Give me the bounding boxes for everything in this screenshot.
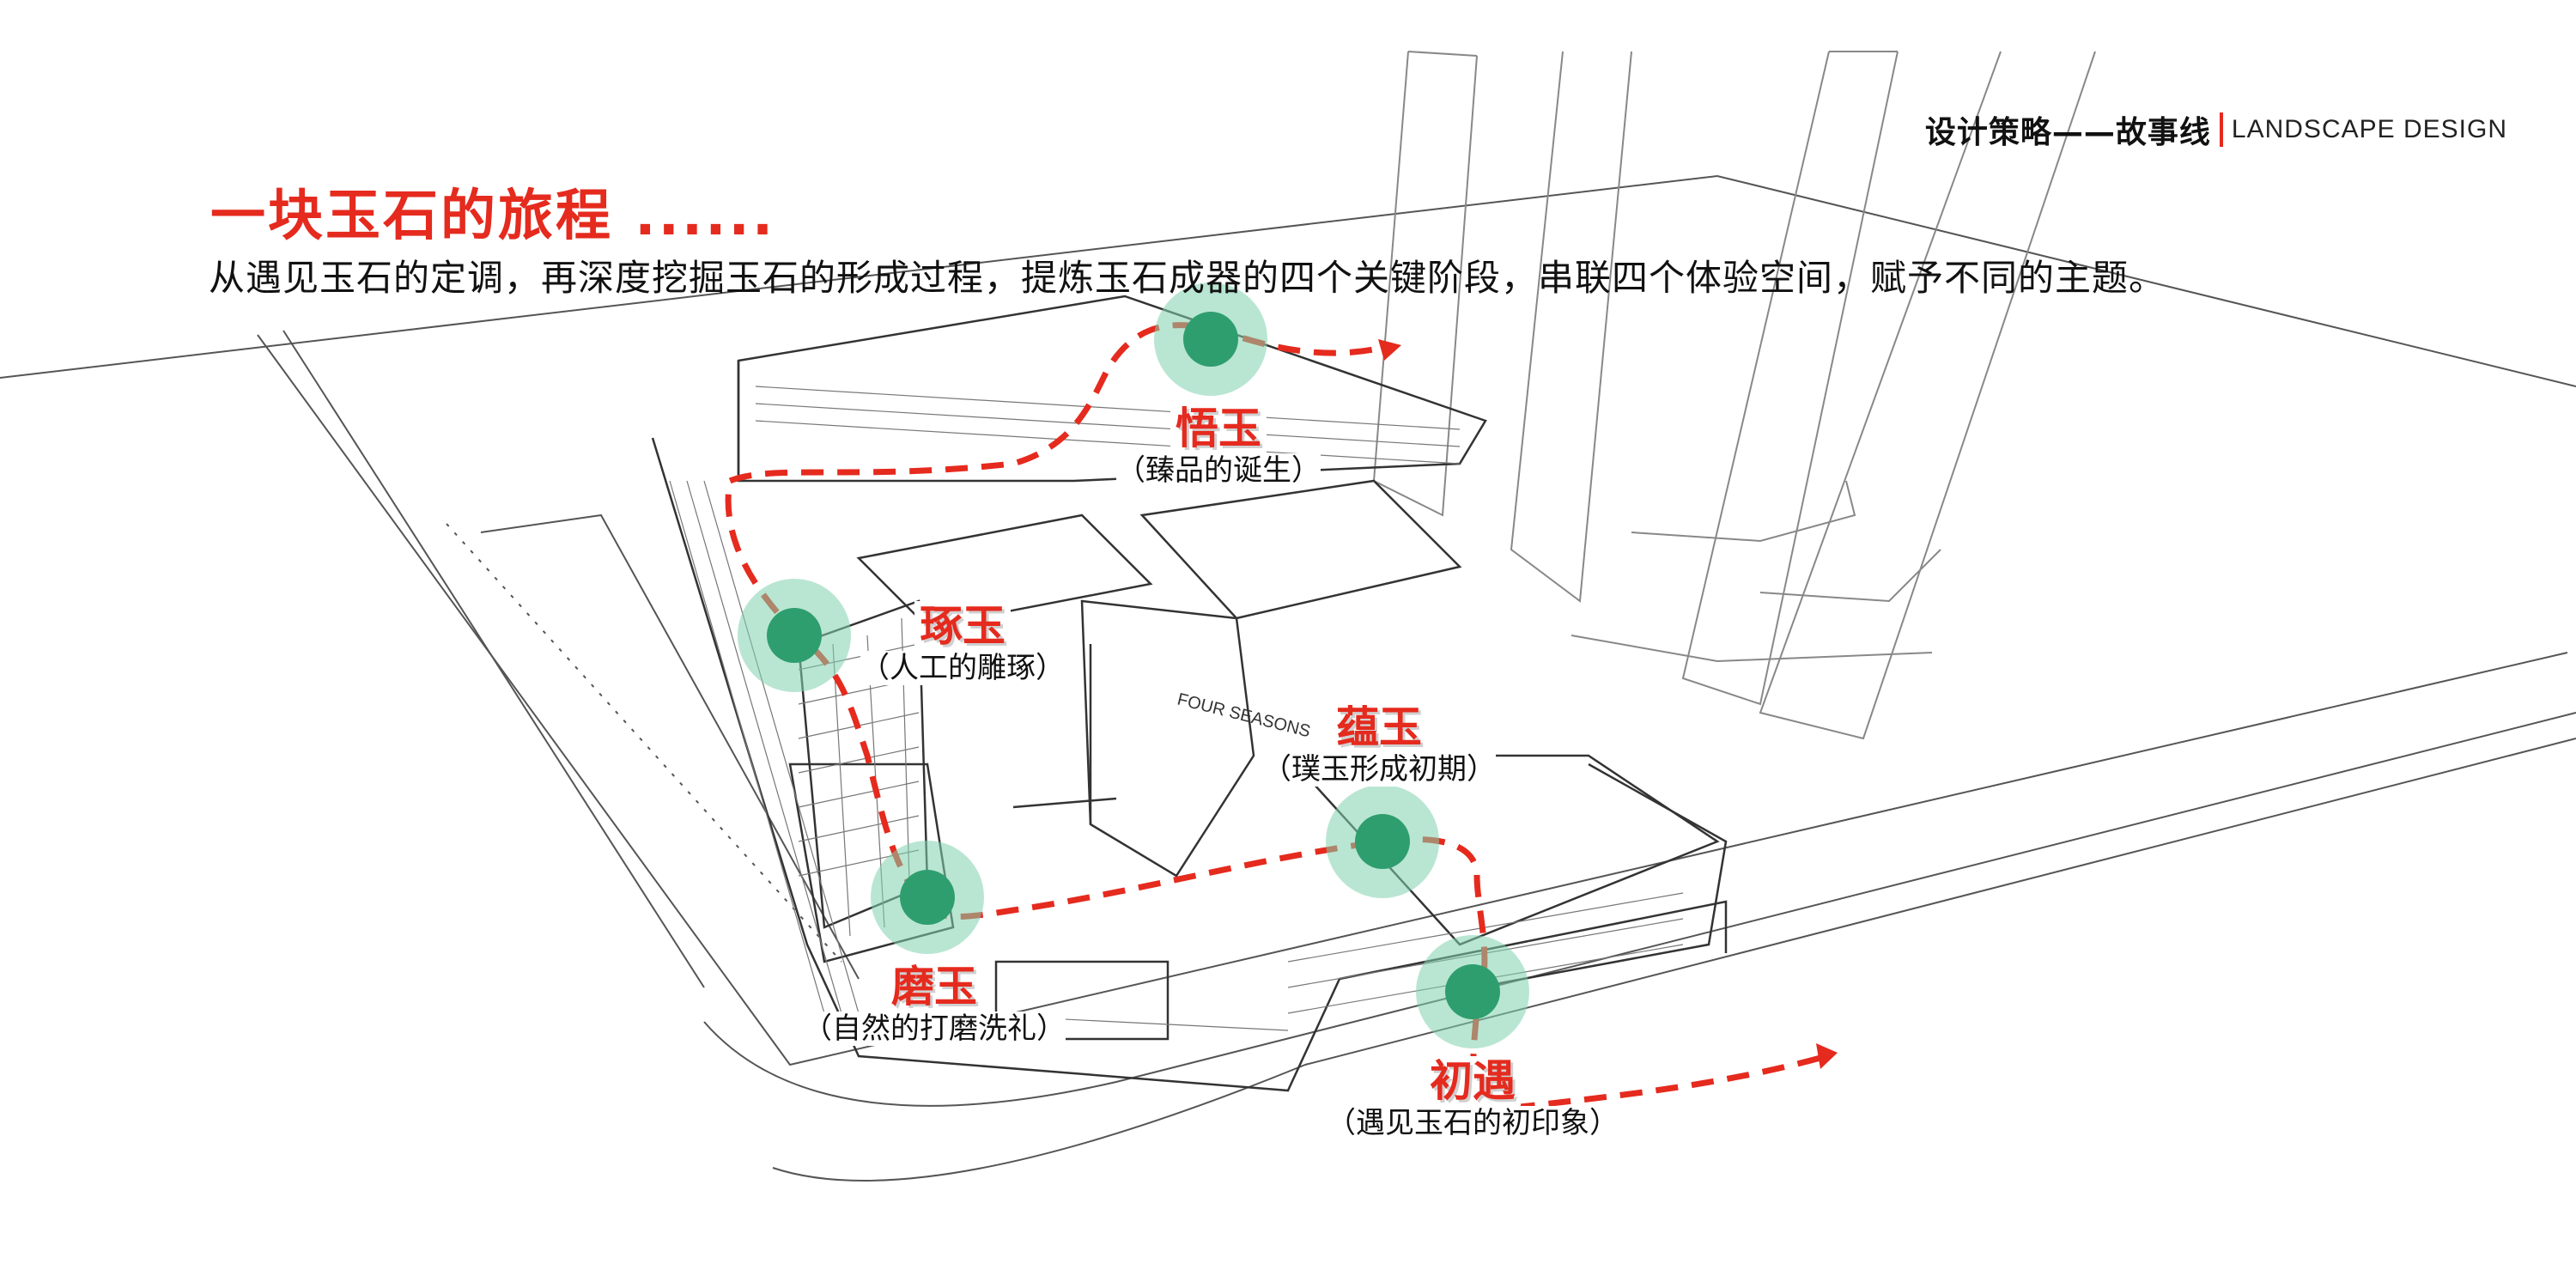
stage-name: 琢玉 <box>914 601 1011 651</box>
page-intro: 从遇见玉石的定调，再深度挖掘玉石的形成过程，提炼玉石成器的四个关键阶段，串联四个… <box>209 257 2166 299</box>
header-divider <box>2219 112 2223 147</box>
site-boundary-west <box>257 334 2568 1066</box>
stage-name: 初遇 <box>1425 1056 1521 1106</box>
route-arrow-top <box>1378 339 1401 361</box>
stage-desc: （臻品的诞生） <box>1116 453 1321 488</box>
node-zhuoyu <box>767 608 822 663</box>
section-category: 设计策略——故事线 <box>1924 115 2211 150</box>
tower-wireframe <box>1372 51 2096 740</box>
stage-desc: （自然的打磨洗礼） <box>803 1012 1066 1046</box>
road-curve-outer <box>772 738 2576 1182</box>
road-curve-inner <box>703 712 2576 1107</box>
node-wuyu <box>1183 312 1238 367</box>
road-stripe <box>446 523 842 963</box>
section-header: 设计策略——故事线 LANDSCAPE DESIGN <box>1925 107 2507 152</box>
plot-line <box>480 513 860 980</box>
road-edge <box>283 330 705 988</box>
stage-name: 悟玉 <box>1170 404 1267 453</box>
stage-label-wuyu: 悟玉 （臻品的诞生） <box>1116 404 1321 488</box>
stage-desc: （璞玉形成初期） <box>1262 752 1496 787</box>
stage-name: 蕴玉 <box>1331 702 1427 752</box>
stage-label-chuyu: 初遇 （遇见玉石的初印象） <box>1327 1056 1619 1140</box>
node-yunyu <box>1355 814 1410 869</box>
route-arrow-exit <box>1816 1043 1838 1069</box>
section-subtitle-en: LANDSCAPE DESIGN <box>2231 115 2507 143</box>
stage-name: 磨玉 <box>886 962 982 1012</box>
page-title: 一块玉石的旅程 ...... <box>210 185 776 248</box>
stage-label-moyu: 磨玉 （自然的打磨洗礼） <box>803 962 1066 1046</box>
site-boundary <box>0 174 2576 387</box>
stage-label-yunyu: 蕴玉 （璞玉形成初期） <box>1262 702 1496 787</box>
stage-desc: （人工的雕琢） <box>860 651 1065 685</box>
stage-label-zhuoyu: 琢玉 （人工的雕琢） <box>860 601 1065 685</box>
facade-grid <box>669 386 1684 1031</box>
experience-nodes <box>738 283 1529 1048</box>
node-chuyu <box>1445 964 1500 1019</box>
stage-desc: （遇见玉石的初印象） <box>1327 1106 1619 1140</box>
node-moyu <box>900 870 955 925</box>
